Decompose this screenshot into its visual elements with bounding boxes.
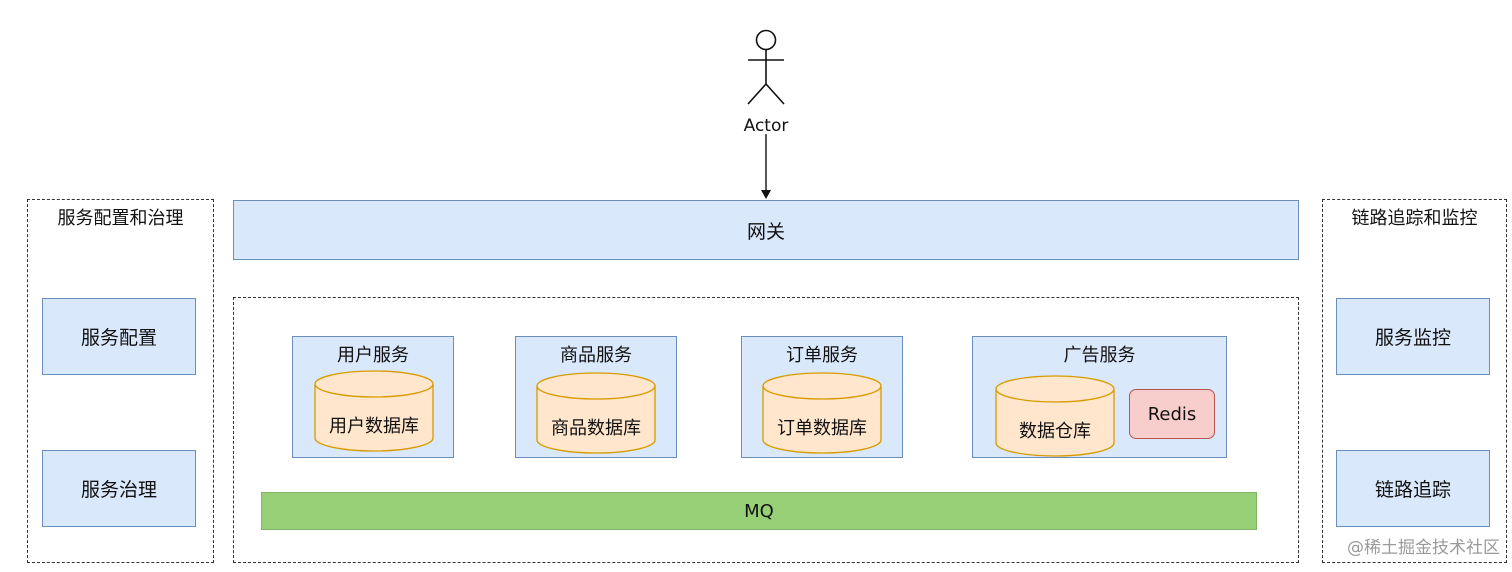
database-icon [536,372,656,454]
database-icon [995,375,1115,457]
actor-figure [747,29,785,105]
database-label: 用户数据库 [329,416,419,437]
services-container [233,297,1299,563]
ad-service-box[interactable]: 广告服务 数据仓库 Redis [972,336,1227,458]
product-database-cylinder[interactable]: 商品数据库 [536,372,656,454]
service-title: 订单服务 [786,345,858,366]
watermark-text: @稀土掘金技术社区 [1347,538,1500,558]
actor-label: Actor [743,116,789,136]
order-service-box[interactable]: 订单服务 订单数据库 [741,336,903,458]
service-title: 商品服务 [560,345,632,366]
database-icon [762,372,882,454]
database-icon [314,370,434,452]
order-database-cylinder[interactable]: 订单数据库 [762,372,882,454]
mq-bar[interactable]: MQ [261,492,1257,530]
service-monitor-box[interactable]: 服务监控 [1336,298,1490,375]
tracing-box[interactable]: 链路追踪 [1336,450,1490,527]
gateway-box[interactable]: 网关 [233,200,1299,260]
group-title: 服务配置和治理 [57,208,184,229]
service-title: 用户服务 [337,345,409,366]
database-label: 商品数据库 [551,418,641,439]
service-title: 广告服务 [1063,345,1136,366]
service-config-box[interactable]: 服务配置 [42,298,196,375]
data-warehouse-cylinder[interactable]: 数据仓库 [995,375,1115,457]
service-governance-group: 服务配置和治理 [27,199,214,563]
database-label: 数据仓库 [1019,421,1091,442]
group-title: 链路追踪和监控 [1351,208,1478,229]
product-service-box[interactable]: 商品服务 商品数据库 [515,336,677,458]
actor-to-gateway-arrow [761,134,771,199]
service-governance-box[interactable]: 服务治理 [42,450,196,527]
database-label: 订单数据库 [777,418,867,439]
tracing-monitoring-group: 链路追踪和监控 [1322,199,1507,563]
redis-box[interactable]: Redis [1129,389,1215,439]
user-service-box[interactable]: 用户服务 用户数据库 [292,336,454,458]
user-database-cylinder[interactable]: 用户数据库 [314,370,434,452]
